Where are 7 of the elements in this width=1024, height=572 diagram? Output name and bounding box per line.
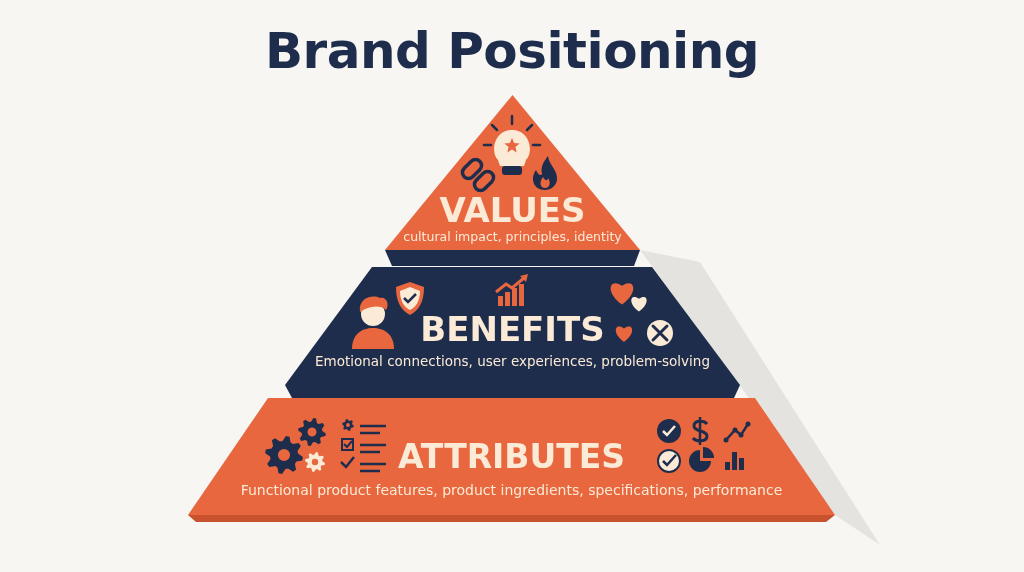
tier-description: Functional product features, product ingredients, specifications, performance [240,482,783,498]
tier-heading: VALUES [439,190,586,230]
tier-heading: ATTRIBUTES [397,437,626,476]
tier-description: Emotional connections, user experiences, problem-solving [315,353,710,369]
tier-heading: BENEFITS [420,309,605,349]
tier-description: cultural impact, principles, identity [403,229,622,244]
title: Brand Positioning [263,22,761,80]
